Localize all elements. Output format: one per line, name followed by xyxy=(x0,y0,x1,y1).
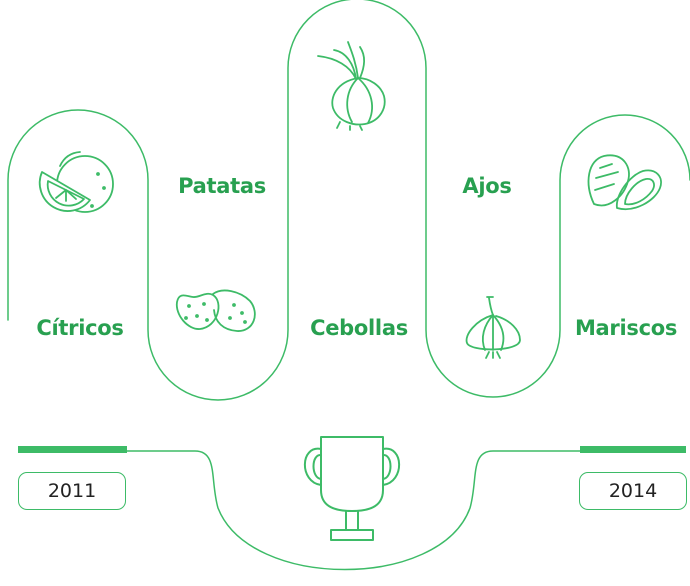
item-label-citricos: Cítricos xyxy=(36,316,124,340)
end-year-label: 2014 xyxy=(608,480,658,502)
trophy-icon xyxy=(304,436,400,541)
wave-path xyxy=(7,0,690,401)
start-year-label: 2011 xyxy=(47,480,97,502)
potato-icon xyxy=(176,289,256,332)
item-label-patatas: Patatas xyxy=(178,174,266,198)
end-year-bar xyxy=(580,446,686,453)
onion-icon xyxy=(317,41,386,131)
mussel-icon xyxy=(587,154,662,211)
item-label-ajos: Ajos xyxy=(462,174,512,198)
trophy-curve xyxy=(126,450,581,571)
start-year-box: 2011 xyxy=(18,472,126,510)
item-label-mariscos: Mariscos xyxy=(574,316,678,340)
citrus-icon xyxy=(38,151,114,213)
start-year-bar xyxy=(18,446,127,453)
garlic-icon xyxy=(465,296,521,359)
end-year-box: 2014 xyxy=(579,472,687,510)
item-label-cebollas: Cebollas xyxy=(310,316,408,340)
